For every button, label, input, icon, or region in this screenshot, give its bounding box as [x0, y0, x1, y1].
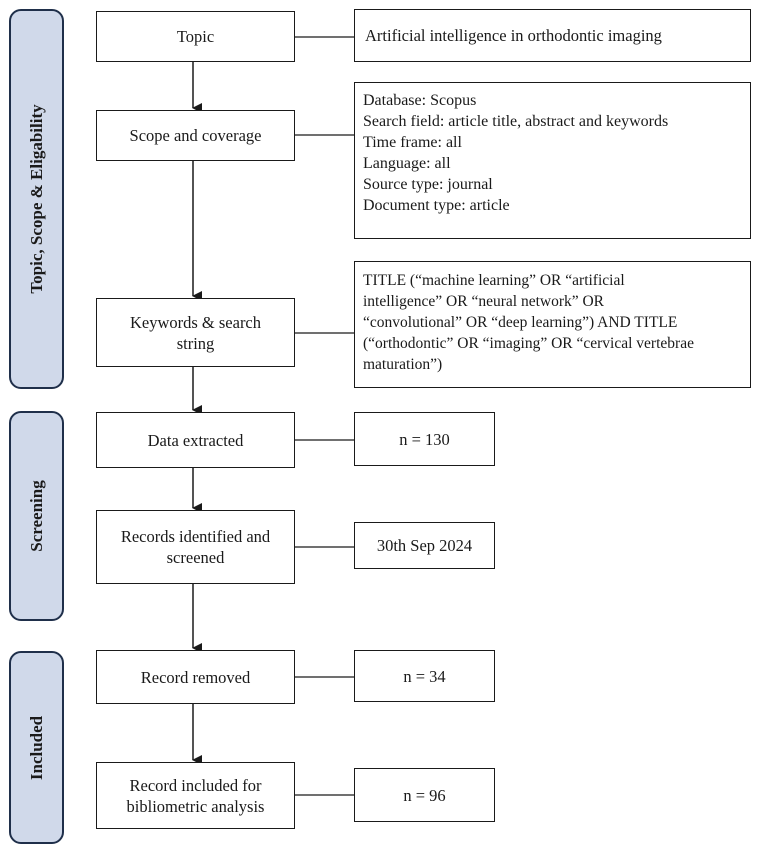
- step-record-removed-label: Record removed: [140, 667, 251, 687]
- detail-scope: Database: Scopus Search field: article t…: [354, 82, 751, 239]
- date-text: 30th Sep 2024: [376, 536, 473, 555]
- detail-search-line: “convolutional” OR “deep learning”) AND …: [363, 314, 678, 331]
- detail-scope-line: Database: Scopus: [363, 92, 477, 109]
- detail-topic: Artificial intelligence in orthodontic i…: [354, 9, 751, 62]
- step-record-removed: Record removed: [96, 650, 295, 704]
- detail-data-extracted-count: n = 130: [354, 412, 495, 466]
- detail-topic-text: Artificial intelligence in orthodontic i…: [365, 26, 662, 45]
- detail-search-line: intelligence” OR “neural network” OR: [363, 293, 605, 310]
- count-text: n = 34: [403, 666, 446, 686]
- phase-label-topic-scope: Topic, Scope & Eligability: [26, 104, 46, 294]
- step-records-identified-label: Records identified and screened: [120, 527, 271, 567]
- detail-included-count: n = 96: [354, 768, 495, 822]
- detail-scope-line: Time frame: all: [363, 134, 462, 151]
- step-keywords-search-string: Keywords & search string: [96, 298, 295, 367]
- step-scope-coverage: Scope and coverage: [96, 110, 295, 161]
- step-keywords-label: Keywords & search string: [129, 312, 262, 353]
- detail-search-string: TITLE (“machine learning” OR “artificial…: [354, 261, 751, 388]
- detail-scope-line: Language: all: [363, 155, 451, 172]
- detail-scope-line: Source type: journal: [363, 176, 493, 193]
- phase-screening: Screening: [9, 411, 64, 621]
- detail-search-line: TITLE (“machine learning” OR “artificial: [363, 272, 625, 289]
- phase-label-included: Included: [26, 715, 46, 780]
- detail-search-line: maturation”): [363, 356, 443, 373]
- step-topic-label: Topic: [176, 27, 215, 46]
- step-record-included: Record included for bibliometric analysi…: [96, 762, 295, 829]
- step-scope-label: Scope and coverage: [129, 126, 262, 145]
- phase-included: Included: [9, 651, 64, 844]
- step-topic: Topic: [96, 11, 295, 62]
- detail-scope-line: Document type: article: [363, 197, 510, 214]
- detail-search-line: (“orthodontic” OR “imaging” OR “cervical…: [363, 335, 694, 352]
- step-records-identified: Records identified and screened: [96, 510, 295, 584]
- phase-topic-scope-eligibility: Topic, Scope & Eligability: [9, 9, 64, 389]
- phase-label-screening: Screening: [26, 480, 46, 552]
- detail-removed-count: n = 34: [354, 650, 495, 702]
- count-text: n = 130: [399, 429, 450, 449]
- step-data-extracted: Data extracted: [96, 412, 295, 468]
- count-text: n = 96: [403, 785, 446, 805]
- step-record-included-label: Record included for bibliometric analysi…: [126, 775, 265, 816]
- detail-scope-line: Search field: article title, abstract an…: [363, 113, 669, 130]
- detail-screening-date: 30th Sep 2024: [354, 522, 495, 569]
- step-data-extracted-label: Data extracted: [147, 430, 244, 450]
